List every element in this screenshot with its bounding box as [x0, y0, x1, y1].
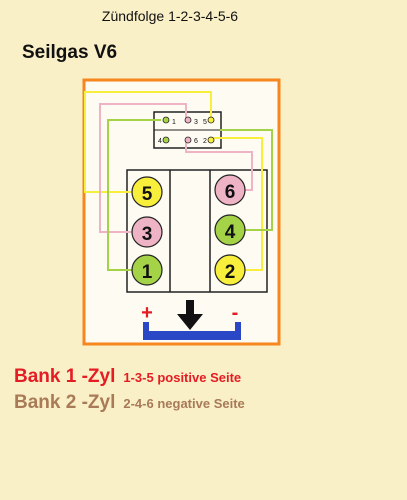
legend-bank-1-label: Bank 1 -Zyl	[14, 366, 116, 387]
diagram-title: Seilgas V6	[22, 42, 118, 63]
dist-label-4: 4	[158, 138, 162, 145]
legend-bank-1-desc: 1-3-5 positive Seite	[123, 370, 242, 385]
cylinder-1: 1	[131, 254, 163, 286]
dist-label-3: 3	[194, 119, 198, 126]
cylinder-1-label: 1	[142, 262, 153, 283]
dist-label-6: 6	[194, 138, 198, 145]
cylinder-3-label: 3	[142, 224, 153, 245]
wire-cyl1	[107, 119, 161, 271]
cylinder-5-label: 5	[142, 184, 153, 205]
wire-cyl4	[220, 129, 273, 231]
distributor-terminals	[162, 116, 215, 144]
cylinder-4: 4	[214, 214, 246, 246]
cylinder-2-label: 2	[225, 262, 236, 283]
wire-cyl6	[185, 138, 253, 191]
dist-label-2: 2	[203, 138, 207, 145]
ground-arrow-icon	[177, 300, 203, 330]
dist-label-1: 1	[172, 119, 176, 126]
wire-cyl2	[211, 137, 263, 271]
cylinder-2: 2	[214, 254, 246, 286]
cylinder-6: 6	[214, 174, 246, 206]
firing-order-caption: Zündfolge 1-2-3-4-5-6	[101, 8, 239, 24]
legend-bank-2: Bank 2 -Zyl 2-4-6 negative Seite	[14, 392, 245, 414]
ignition-wires	[84, 91, 273, 271]
legend-bank-2-label: Bank 2 -Zyl	[14, 392, 116, 413]
battery-plus-label: +	[141, 302, 153, 324]
cylinder-3: 3	[131, 216, 163, 248]
battery-minus-label: -	[232, 302, 239, 324]
wire-cyl3	[99, 103, 187, 233]
cylinder-6-label: 6	[225, 182, 236, 203]
cylinder-4-label: 4	[225, 222, 236, 243]
dist-label-5: 5	[203, 119, 207, 126]
battery	[143, 322, 241, 340]
legend-bank-2-desc: 2-4-6 negative Seite	[123, 396, 245, 411]
legend-bank-1: Bank 1 -Zyl 1-3-5 positive Seite	[14, 366, 241, 388]
cylinder-5: 5	[131, 176, 163, 208]
